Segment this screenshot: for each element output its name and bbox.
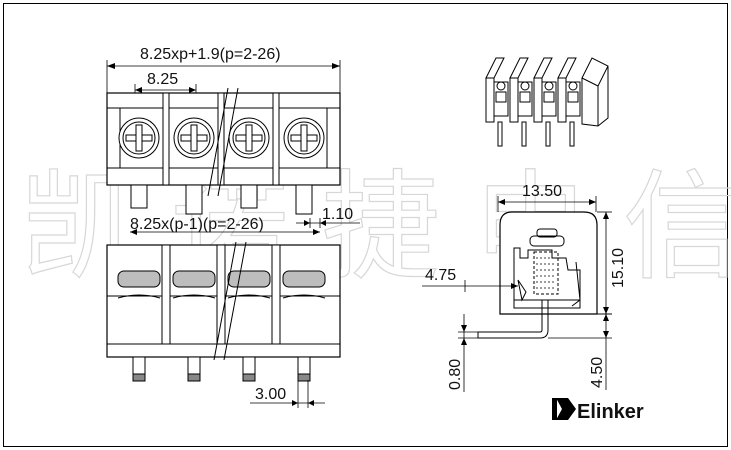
- isometric-view: [485, 57, 609, 147]
- brand-name: Elinker: [577, 401, 644, 423]
- front-barrier: [271, 244, 281, 345]
- front-barrier: [216, 244, 226, 345]
- screw-cap-2: [172, 270, 216, 288]
- depth-dim: 13.50: [522, 183, 562, 200]
- iso-terminal-3: [533, 57, 557, 147]
- barrier-wall: [272, 92, 280, 186]
- iso-end-wall: [581, 57, 609, 127]
- top-pin-3: [240, 184, 258, 209]
- pin-thickness-dim: 0.80: [447, 359, 464, 390]
- top-pin-4: [295, 184, 313, 215]
- screw-cap-3: [227, 270, 271, 288]
- screw-head-1: [118, 117, 160, 159]
- front-barrier: [161, 244, 171, 345]
- barrier-wall: [162, 92, 170, 186]
- top-pin-2: [185, 184, 203, 215]
- barrier-wall: [217, 92, 225, 186]
- iso-terminal-1: [485, 57, 509, 147]
- screw-head-2: [173, 117, 215, 159]
- pitch-dim: 8.25: [147, 71, 178, 88]
- front-pin-4: [297, 356, 311, 382]
- screw-cap-4: [282, 270, 326, 288]
- elinker-logo-icon: [552, 398, 576, 420]
- top-pin-1: [130, 184, 148, 209]
- screw-head-4: [283, 117, 325, 159]
- pin-length-dim: 4.50: [589, 357, 606, 388]
- iso-terminal-2: [509, 57, 533, 147]
- pin-width-dim: 3.00: [255, 386, 286, 403]
- iso-terminal-4: [557, 57, 581, 147]
- front-pin-1: [132, 356, 146, 382]
- top-view: 8.25xp+1.9(p=2-26) 8.25 8.25x(p-1)(p=2-2…: [106, 46, 360, 235]
- brand-logo: Elinker: [552, 398, 644, 423]
- drawing-border: [3, 3, 728, 447]
- overall-width-dim: 8.25xp+1.9(p=2-26): [140, 46, 281, 63]
- front-view: 3.00: [106, 241, 341, 408]
- screw-cap-1: [117, 270, 161, 288]
- pin-offset-dim: 1.10: [322, 206, 353, 223]
- pin-row-dim: 8.25x(p-1)(p=2-26): [130, 216, 264, 233]
- height-dim: 15.10: [610, 248, 627, 288]
- screw-head-3: [228, 117, 270, 159]
- front-pin-2: [187, 356, 201, 382]
- screw-offset-dim: 4.75: [425, 267, 456, 284]
- front-pin-3: [242, 356, 256, 382]
- side-view: 13.50 15.10 4.75 0.80 4.: [422, 183, 627, 392]
